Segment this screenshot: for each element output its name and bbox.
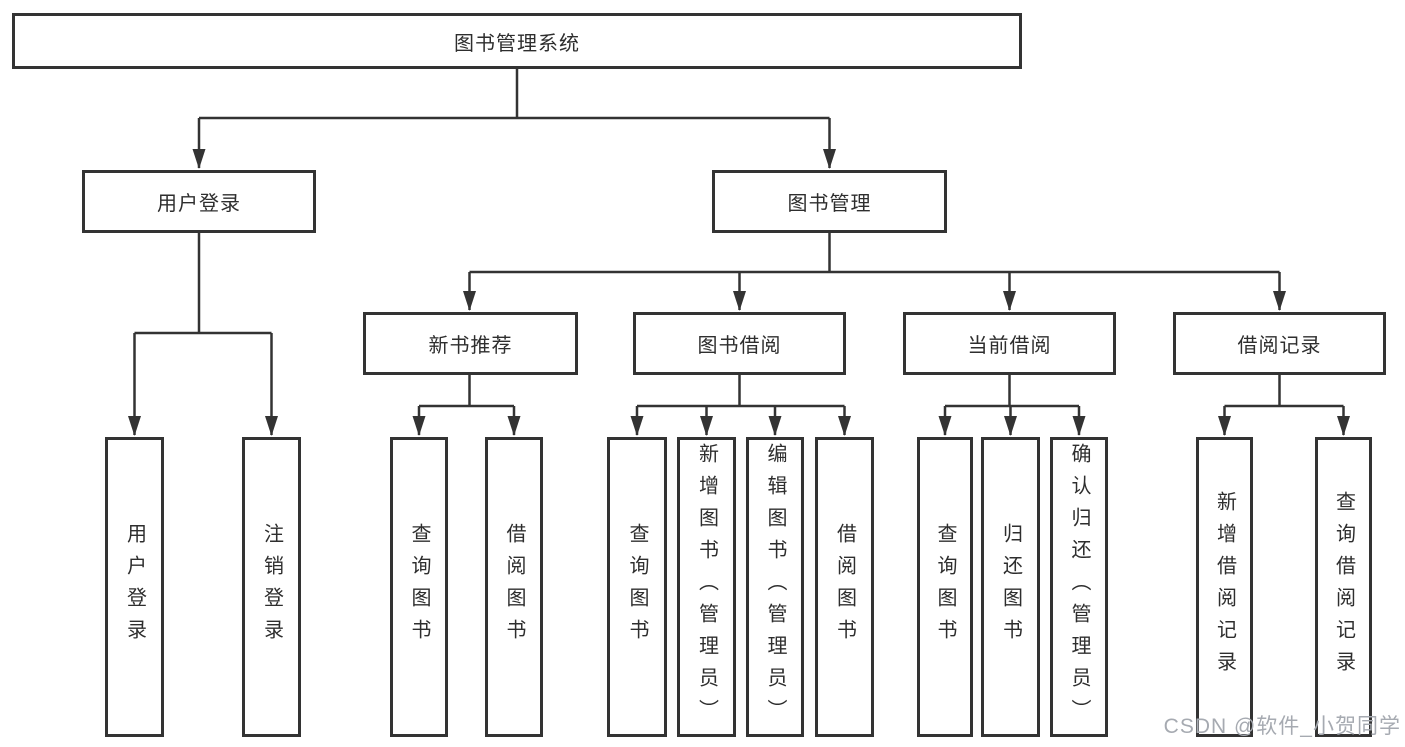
connector-borrow-records-to-leaves: [1218, 375, 1350, 436]
leaf-confirm-return-admin: 确认归还（管理员）: [1050, 437, 1108, 737]
leaf-confirm-return-admin-label: 确认归还（管理员）: [1068, 443, 1090, 731]
leaf-query-books-recommend: 查询图书: [390, 437, 448, 737]
leaf-borrow-books-recommend: 借阅图书: [485, 437, 543, 737]
node-book-management-branch-label: 图书管理: [787, 193, 872, 215]
node-root-system: 图书管理系统: [12, 13, 1022, 69]
node-borrow-records-label: 借阅记录: [1237, 335, 1322, 357]
leaf-return-books-label: 归还图书: [999, 523, 1022, 651]
node-root-system-label: 图书管理系统: [454, 32, 580, 55]
leaf-borrow-books-recommend-label: 借阅图书: [503, 523, 525, 651]
leaf-logout-label: 注销登录: [260, 523, 283, 651]
connector-new-books-to-leaves: [412, 375, 521, 436]
connector-root-to-branches: [192, 69, 836, 169]
leaf-add-borrow-record: 新增借阅记录: [1196, 437, 1253, 737]
node-book-management-branch: 图书管理: [712, 170, 947, 233]
leaf-edit-books-admin: 编辑图书（管理员）: [746, 437, 804, 737]
leaf-borrow-books: 借阅图书: [815, 437, 874, 737]
leaf-query-books-current: 查询图书: [917, 437, 973, 737]
leaf-query-borrow-record-label: 查询借阅记录: [1332, 491, 1355, 683]
leaf-edit-books-admin-label: 编辑图书（管理员）: [764, 443, 786, 731]
node-book-borrow: 图书借阅: [633, 312, 846, 375]
node-book-borrow-label: 图书借阅: [697, 335, 782, 357]
leaf-query-books-borrow-label: 查询图书: [626, 523, 648, 651]
leaf-return-books: 归还图书: [981, 437, 1040, 737]
node-user-login-branch: 用户登录: [82, 170, 316, 233]
node-borrow-records: 借阅记录: [1173, 312, 1386, 375]
node-current-borrow: 当前借阅: [903, 312, 1116, 375]
leaf-query-books-borrow: 查询图书: [607, 437, 667, 737]
leaf-user-login: 用户登录: [105, 437, 164, 737]
leaf-user-login-label: 用户登录: [123, 523, 146, 651]
node-new-book-recommend: 新书推荐: [363, 312, 578, 375]
leaf-query-books-recommend-label: 查询图书: [408, 523, 430, 651]
leaf-borrow-books-label: 借阅图书: [833, 523, 856, 651]
leaf-add-books-admin-label: 新增图书（管理员）: [695, 443, 718, 731]
node-new-book-recommend-label: 新书推荐: [428, 335, 513, 357]
leaf-query-books-current-label: 查询图书: [934, 523, 956, 651]
connector-user-login-to-leaves: [128, 233, 278, 436]
node-user-login-branch-label: 用户登录: [157, 193, 241, 215]
leaf-add-books-admin: 新增图书（管理员）: [677, 437, 736, 737]
connector-book-borrow-to-leaves: [630, 375, 851, 436]
csdn-watermark: CSDN @软件_小贺同学: [1163, 715, 1401, 738]
leaf-add-borrow-record-label: 新增借阅记录: [1213, 491, 1236, 683]
leaf-query-borrow-record: 查询借阅记录: [1315, 437, 1372, 737]
connector-current-borrow-to-leaves: [938, 375, 1086, 436]
leaf-logout: 注销登录: [242, 437, 301, 737]
connector-book-mgmt-to-modules: [463, 233, 1286, 311]
node-current-borrow-label: 当前借阅: [967, 335, 1052, 357]
